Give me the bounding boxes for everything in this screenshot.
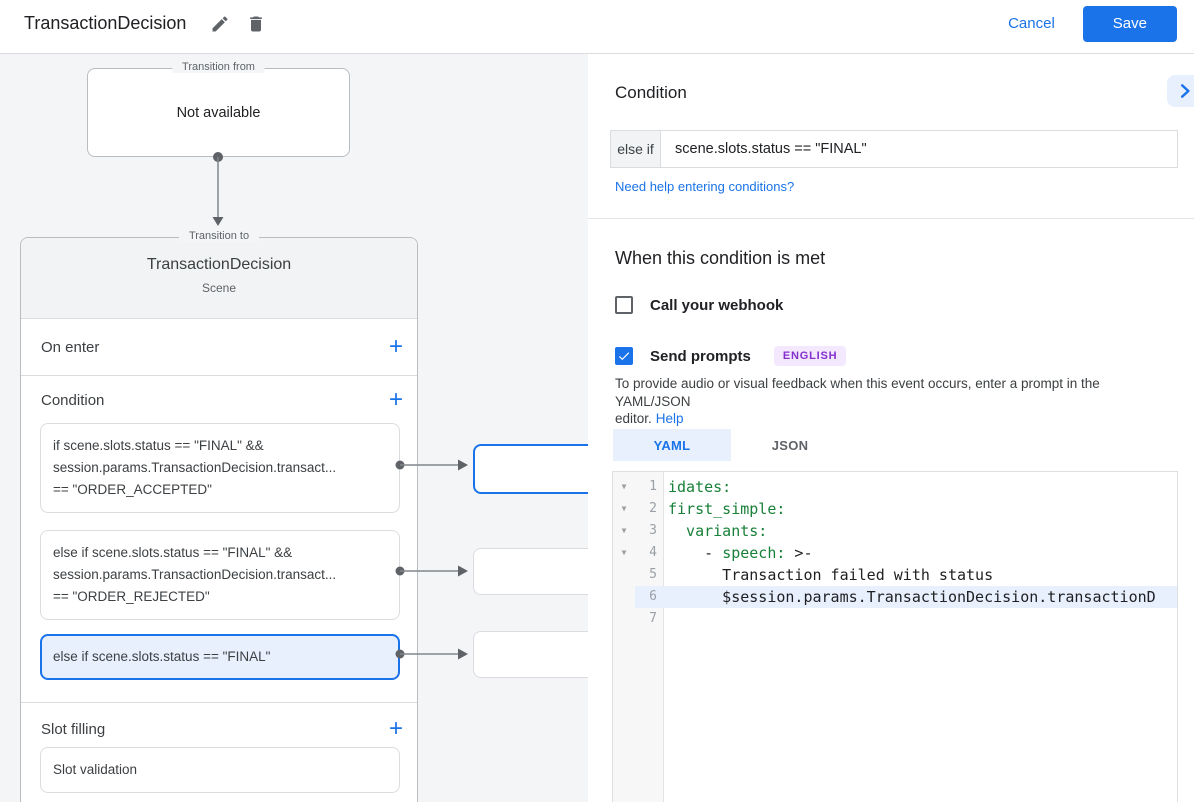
transition-target-node[interactable]: [473, 631, 588, 678]
check-icon: [618, 352, 630, 361]
condition-section-header: Condition +: [21, 376, 417, 423]
line-number: 6: [649, 589, 657, 604]
edit-title-button[interactable]: [206, 10, 234, 38]
pencil-icon: [212, 15, 228, 31]
language-badge: ENGLISH: [773, 346, 847, 366]
transition-from-legend: Transition from: [172, 61, 265, 73]
line-number: 1: [649, 479, 657, 494]
line-number: 5: [649, 567, 657, 582]
code-line-active: 6 $session.params.TransactionDecision.tr…: [613, 586, 1177, 608]
scene-subtitle: Scene: [201, 281, 237, 295]
condition-card-line: == "ORDER_ACCEPTED": [53, 482, 212, 497]
condition-card-selected[interactable]: else if scene.slots.status == "FINAL": [40, 634, 400, 680]
transition-target-node-selected[interactable]: [473, 444, 588, 494]
prompt-description-line2: editor.: [615, 411, 652, 426]
condition-card-line: session.params.TransactionDecision.trans…: [53, 460, 337, 475]
line-number: 7: [649, 611, 657, 626]
slot-validation-label: Slot validation: [53, 762, 138, 777]
condition-section-label: Condition: [41, 391, 105, 409]
line-number: 2: [649, 501, 657, 516]
transition-from-value: Not available: [176, 104, 261, 121]
code-line: ▼ 4 - speech: >-: [613, 542, 1177, 564]
condition-card[interactable]: if scene.slots.status == "FINAL" && sess…: [40, 423, 400, 513]
trash-icon: [250, 16, 263, 31]
yaml-code-editor[interactable]: ▼ 1 idates: ▼ 2 first_simple: ▼ 3 varian…: [612, 471, 1178, 802]
code-line: ▼ 1 idates:: [613, 476, 1177, 498]
topbar-left: TransactionDecision: [24, 10, 270, 38]
editor-tabs: YAML JSON: [613, 429, 849, 461]
delete-scene-button[interactable]: [242, 10, 270, 38]
transition-from-node[interactable]: Transition from Not available: [87, 61, 350, 157]
slot-validation-card[interactable]: Slot validation: [40, 747, 400, 793]
add-condition-button[interactable]: +: [388, 386, 403, 413]
fold-arrow-icon[interactable]: ▼: [621, 526, 627, 535]
topbar-right: Cancel Save: [1008, 5, 1177, 42]
condition-card[interactable]: else if scene.slots.status == "FINAL" &&…: [40, 530, 400, 620]
condition-card-line: else if scene.slots.status == "FINAL" &&: [53, 545, 293, 560]
code-line: 5 Transaction failed with status: [613, 564, 1177, 586]
on-enter-label: On enter: [41, 338, 100, 356]
panel-title: Condition: [615, 83, 687, 102]
chevron-right-icon: [1180, 84, 1190, 98]
condition-input-group: else if: [610, 130, 1178, 168]
page-title: TransactionDecision: [24, 13, 187, 33]
send-prompts-row: Send prompts ENGLISH: [615, 346, 847, 366]
save-button[interactable]: Save: [1082, 5, 1177, 42]
flow-canvas: Transition from Not available Transition…: [0, 54, 588, 802]
condition-editor-panel: Condition else if Need help entering con…: [588, 54, 1194, 802]
on-enter-row[interactable]: On enter +: [21, 319, 417, 376]
tab-json[interactable]: JSON: [771, 437, 809, 453]
condition-card-line: else if scene.slots.status == "FINAL": [53, 649, 271, 664]
condition-met-title: When this condition is met: [615, 248, 826, 268]
transition-target-node[interactable]: [473, 548, 588, 595]
scene-header[interactable]: TransactionDecision Scene: [21, 238, 417, 319]
webhook-row: Call your webhook: [615, 296, 783, 314]
editor-gutter: [613, 472, 664, 802]
call-webhook-checkbox[interactable]: [615, 296, 633, 314]
scene-title: TransactionDecision: [146, 256, 292, 273]
code-line: 7: [613, 608, 1177, 630]
slot-filling-section: Slot filling + Slot validation: [21, 703, 417, 793]
panel-divider: [588, 218, 1194, 219]
code-line: ▼ 2 first_simple:: [613, 498, 1177, 520]
collapse-panel-button[interactable]: [1167, 75, 1194, 107]
prompt-help-link[interactable]: Help: [655, 411, 684, 426]
fold-arrow-icon[interactable]: ▼: [621, 548, 627, 557]
conditions-help-link[interactable]: Need help entering conditions?: [615, 179, 795, 194]
prompt-description-line1: To provide audio or visual feedback when…: [615, 376, 1100, 409]
add-on-enter-button[interactable]: +: [388, 333, 403, 360]
condition-section: Condition + if scene.slots.status == "FI…: [21, 376, 417, 703]
add-slot-button[interactable]: +: [388, 715, 403, 742]
condition-card-line: == "ORDER_REJECTED": [53, 589, 210, 604]
prompt-description: To provide audio or visual feedback when…: [615, 375, 1175, 428]
transition-to-legend: Transition to: [178, 230, 260, 242]
send-prompts-checkbox[interactable]: [615, 347, 633, 365]
slot-filling-label: Slot filling: [41, 720, 106, 738]
send-prompts-label: Send prompts: [650, 347, 751, 365]
code-line: ▼ 3 variants:: [613, 520, 1177, 542]
fold-arrow-icon[interactable]: ▼: [621, 504, 627, 513]
condition-card-line: session.params.TransactionDecision.trans…: [53, 567, 337, 582]
fold-arrow-icon[interactable]: ▼: [621, 482, 627, 491]
topbar: TransactionDecision Cancel Save: [0, 0, 1194, 54]
slot-filling-section-header: Slot filling +: [21, 703, 417, 747]
tab-yaml[interactable]: YAML: [613, 429, 731, 461]
call-webhook-label: Call your webhook: [650, 296, 784, 314]
line-number: 3: [649, 523, 657, 538]
cancel-button[interactable]: Cancel: [1008, 15, 1055, 32]
condition-prefix-label: else if: [610, 130, 661, 168]
line-number: 4: [649, 545, 657, 560]
condition-expression-input[interactable]: [661, 130, 1178, 168]
condition-card-line: if scene.slots.status == "FINAL" &&: [53, 438, 264, 453]
transition-to-node: Transition to TransactionDecision Scene …: [20, 230, 418, 802]
